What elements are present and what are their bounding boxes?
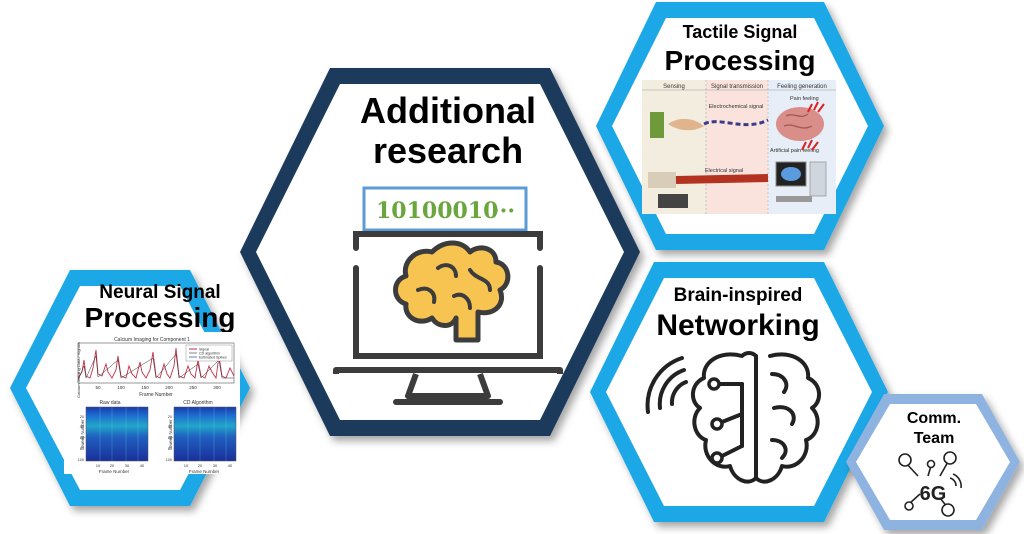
computer-tower-image: [809, 161, 827, 197]
6g-network-icon: [898, 451, 962, 517]
tactile-figure: Sensing Signal transmission Feeling gene…: [642, 80, 836, 214]
tactile-stage-sensing: Sensing: [663, 84, 685, 90]
svg-text:40: 40: [140, 463, 145, 468]
heatmap-yticks: 20 40 60 80 100 20 40 60 80 100: [78, 415, 172, 462]
heatmap-left-title: Raw data: [99, 400, 120, 406]
circuit-nodes: [707, 377, 724, 465]
neural-title-line1: Neural Signal: [99, 282, 220, 303]
neural-figure: Calcium Imaging for Component 1 Calcium …: [64, 332, 240, 474]
nerve-signal: [703, 118, 769, 127]
svg-text:80: 80: [168, 447, 172, 451]
heatmap-right-ylabel: Sweep Number: [168, 419, 173, 448]
tactile-signal-top: Electrochemical signal: [709, 104, 764, 110]
svg-text:100: 100: [78, 458, 84, 462]
svg-text:10: 10: [96, 463, 101, 468]
center-title-line2: research: [373, 130, 523, 171]
svg-text:80: 80: [80, 447, 84, 451]
neural-plot-xticks: 50 100 150 200 250 300: [95, 385, 221, 390]
cd-trace: [77, 353, 234, 381]
svg-text:100: 100: [166, 458, 172, 462]
electrical-signal-bar: [675, 174, 769, 184]
tactile-feeling-bottom: Artificial pain feeling: [770, 148, 819, 154]
neural-plot-xlabel: Frame Number: [139, 392, 173, 398]
networking-title-line2: Networking: [656, 309, 819, 342]
legend-item-spikes: Estimated Spikes: [199, 356, 227, 360]
tactile-stage-transmission: Signal transmission: [711, 84, 763, 90]
svg-text:40: 40: [80, 425, 84, 429]
svg-text:20: 20: [110, 463, 115, 468]
svg-text:20: 20: [198, 463, 203, 468]
bits-ellipsis: ···: [492, 198, 515, 224]
calcium-trace: [77, 347, 235, 380]
finger-image: [668, 118, 704, 131]
xtick-150: 150: [141, 385, 149, 390]
neural-plot-ylabel: Calcium Imaging Data / Signals: [76, 342, 81, 398]
heatmap-cd: [173, 406, 237, 462]
heatmap-right-title: CD Algorithm: [183, 400, 212, 406]
neural-plot-title: Calcium Imaging for Component 1: [114, 337, 190, 343]
svg-text:40: 40: [228, 463, 233, 468]
bits-text: 10100010: [376, 198, 498, 224]
legend-item-cd: CD algorithm: [199, 352, 220, 356]
brain-image-top: [776, 107, 824, 141]
center-title-line1: Additional: [360, 90, 536, 131]
comm-title-line2: Team: [914, 430, 955, 447]
tactile-title-line2: Processing: [665, 45, 816, 76]
xtick-50: 50: [95, 385, 101, 390]
svg-text:60: 60: [80, 436, 84, 440]
svg-text:20: 20: [80, 415, 84, 419]
tactile-signal-bottom: Electrical signal: [705, 168, 743, 174]
brain-circuit-icon: [645, 351, 821, 484]
neural-legend: [185, 344, 233, 362]
svg-text:60: 60: [168, 436, 172, 440]
xtick-100: 100: [117, 385, 125, 390]
svg-text:30: 30: [213, 463, 218, 468]
heatmap-right-xlabel: Frame Number: [189, 469, 220, 474]
tactile-feeling-top: Pain feeling: [790, 96, 819, 102]
calcium-plot-frame: [77, 342, 235, 384]
heatmap-left-xlabel: Frame Number: [99, 469, 130, 474]
svg-text:10: 10: [184, 463, 189, 468]
heatmap-left-ylabel: Sweep Number: [80, 419, 85, 448]
comm-6g-badge: 6G: [920, 483, 947, 505]
bits-box: [362, 186, 528, 232]
xtick-200: 200: [165, 385, 173, 390]
networking-title-line1: Brain-inspired: [674, 285, 803, 306]
heatmap-xticks: 10 20 30 40 10 20 30 40: [96, 463, 233, 468]
tactile-title-line1: Tactile Signal: [683, 22, 798, 42]
legend-item-signal: Signal: [199, 348, 209, 352]
sensor-device-image: [658, 194, 688, 208]
xtick-250: 250: [189, 385, 197, 390]
heatmap-raw: [85, 406, 149, 462]
xtick-300: 300: [213, 385, 221, 390]
brain-monitor-icon: [333, 231, 563, 405]
svg-text:30: 30: [125, 463, 130, 468]
tactile-stage-feeling: Feeling generation: [777, 84, 827, 90]
neural-title-line2: Processing: [85, 302, 236, 333]
svg-text:40: 40: [168, 425, 172, 429]
comm-title-line1: Comm.: [907, 410, 961, 427]
svg-text:20: 20: [168, 415, 172, 419]
cactus-image: [650, 112, 664, 138]
